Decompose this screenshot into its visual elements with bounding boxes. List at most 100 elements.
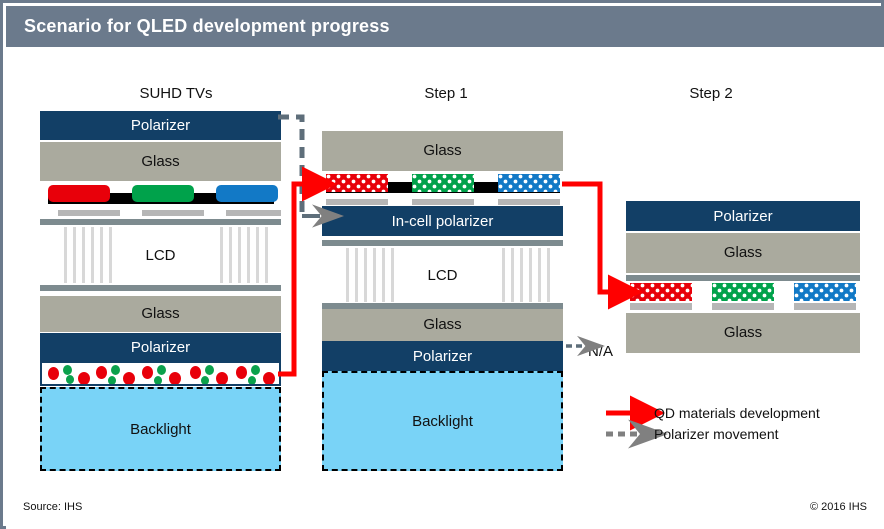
suhd-subpixel-pad-green	[142, 210, 204, 216]
qd-dot-red	[78, 372, 90, 384]
qd-filter-green	[412, 174, 474, 192]
qd-dot-green	[205, 365, 214, 375]
qd-dot-red	[236, 366, 247, 379]
column-header-step2: Step 2	[689, 85, 733, 102]
step1-qd-color-filter	[322, 173, 563, 197]
step2-tft-band-top	[626, 275, 860, 281]
lcd-stripe	[373, 248, 376, 302]
layer-label: LCD	[145, 247, 176, 264]
page-title: Scenario for QLED development progress	[24, 16, 390, 36]
suhd-tft-band-bottom	[40, 285, 281, 291]
column-header-step1: Step 1	[424, 85, 468, 102]
lcd-stripe	[346, 248, 349, 302]
step1-incell-polarizer: In-cell polarizer	[322, 206, 563, 236]
lcd-stripe	[502, 248, 505, 302]
step2-subpixel-pad-green	[712, 303, 774, 310]
layer-label: Backlight	[130, 421, 191, 438]
lcd-stripe	[538, 248, 541, 302]
polarizer-movement-path-1	[278, 114, 305, 216]
qd-dot-green	[111, 365, 120, 375]
lcd-stripe	[238, 227, 241, 283]
layer-label: Polarizer	[130, 117, 191, 134]
qd-dot-green	[201, 376, 209, 384]
layer-label: Glass	[141, 305, 180, 322]
suhd-backlight: Backlight	[40, 387, 281, 471]
qd-dot-green	[66, 375, 74, 384]
color-filter-green	[132, 185, 194, 202]
qd-filter-blue	[794, 283, 856, 301]
qd-dot-red	[190, 366, 201, 379]
step1-subpixel-pad-red	[326, 199, 388, 205]
step2-subpixel-pad-blue	[794, 303, 856, 310]
layer-label: In-cell polarizer	[391, 213, 494, 230]
qd-development-path-2	[562, 181, 643, 310]
qd-dot-red	[142, 366, 153, 379]
layer-label: Glass	[423, 142, 462, 159]
suhd-subpixel-pad-blue	[226, 210, 281, 216]
step2-glass-top: Glass	[626, 233, 860, 273]
suhd-subpixel-pad-red	[58, 210, 120, 216]
layer-label: Glass	[723, 324, 763, 341]
layer-label: Glass	[723, 244, 763, 261]
layer-label: LCD	[427, 267, 458, 284]
lcd-stripe	[73, 227, 76, 283]
qd-dot-red	[216, 372, 228, 384]
copyright-label: © 2016 IHS	[809, 501, 867, 513]
step2-glass-bottom: Glass	[626, 313, 860, 353]
step2-subpixel-pad-red	[630, 303, 692, 310]
legend-label-qd: QD materials development	[654, 405, 820, 421]
step1-polarizer-bottom: Polarizer	[322, 341, 563, 371]
suhd-color-filter	[40, 183, 281, 207]
lcd-stripe	[511, 248, 514, 302]
step1-glass-top: Glass	[322, 131, 563, 171]
column-header-suhd: SUHD TVs	[139, 85, 213, 102]
color-filter-blue	[216, 185, 278, 202]
qd-dot-green	[251, 365, 260, 375]
lcd-stripe	[547, 248, 550, 302]
qd-development-path-1	[278, 166, 337, 377]
layer-label: Glass	[141, 153, 180, 170]
lcd-stripe	[220, 227, 223, 283]
suhd-polarizer-bottom: Polarizer	[40, 333, 281, 361]
qd-dot-green	[63, 365, 72, 375]
step2-polarizer-top: Polarizer	[626, 201, 860, 231]
color-filter-red	[48, 185, 110, 202]
lcd-stripe	[364, 248, 367, 302]
step1-tft-band-top	[322, 240, 563, 246]
lcd-stripe	[520, 248, 523, 302]
qd-filter-red	[326, 174, 388, 192]
na-marker: N/A	[588, 343, 614, 360]
lcd-stripe	[382, 248, 385, 302]
lcd-stripe	[247, 227, 250, 283]
qd-dot-red	[96, 366, 107, 379]
lcd-stripe	[256, 227, 259, 283]
lcd-stripe	[355, 248, 358, 302]
lcd-stripe	[229, 227, 232, 283]
step1-glass-bottom: Glass	[322, 309, 563, 341]
step1-tft-band-bottom	[322, 303, 563, 309]
qd-dot-red	[48, 367, 59, 380]
source-label: Source: IHS	[23, 501, 83, 513]
qd-dot-green	[154, 376, 162, 384]
lcd-stripe	[82, 227, 85, 283]
step1-lcd: LCD	[322, 248, 563, 302]
qd-dot-green	[108, 376, 116, 384]
layer-label: Polarizer	[412, 348, 473, 365]
qd-dot-green	[248, 376, 256, 384]
lcd-stripe	[391, 248, 394, 302]
lcd-stripe	[265, 227, 268, 283]
footer: Source: IHS © 2016 IHS	[6, 485, 884, 529]
lcd-stripe	[91, 227, 94, 283]
step1-subpixel-pad-green	[412, 199, 474, 205]
qd-filter-green	[712, 283, 774, 301]
lcd-stripe	[100, 227, 103, 283]
suhd-qd-film	[40, 361, 281, 386]
qd-dot-red	[123, 372, 135, 384]
step1-backlight: Backlight	[322, 371, 563, 471]
qd-dot-green	[157, 365, 166, 375]
qd-filter-red	[630, 283, 692, 301]
layer-label: Polarizer	[130, 339, 191, 356]
suhd-lcd: LCD	[40, 227, 281, 283]
qd-filter-blue	[498, 174, 560, 192]
